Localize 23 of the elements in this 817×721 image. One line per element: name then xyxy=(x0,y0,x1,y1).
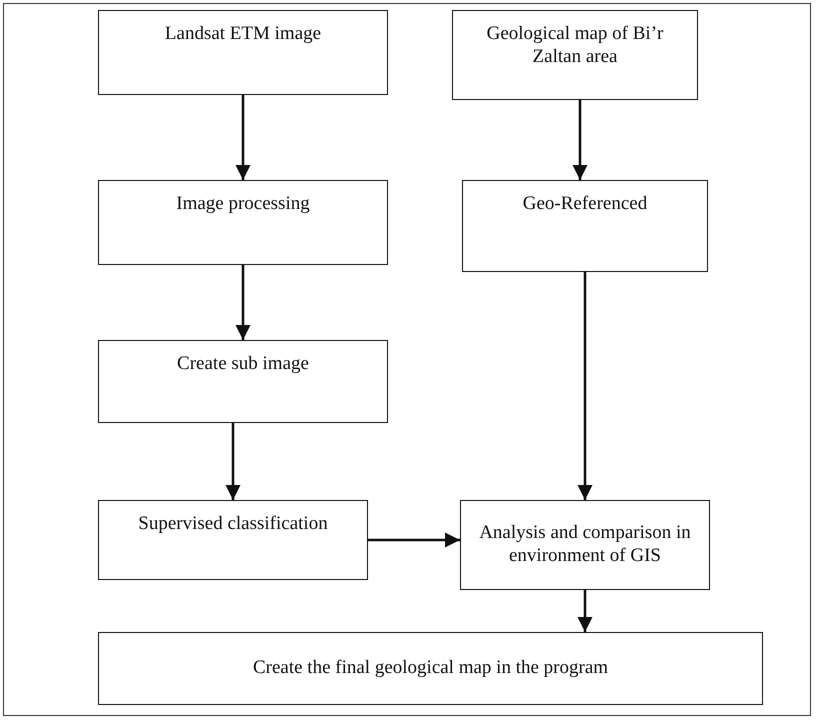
arrow xyxy=(226,423,240,500)
process-box xyxy=(98,180,388,265)
process-box xyxy=(452,10,698,100)
box-label: Landsat ETM image xyxy=(164,23,322,46)
box-label: Analysis and comparison in environment of GIS xyxy=(478,522,692,568)
process-box xyxy=(98,10,388,95)
arrow xyxy=(236,95,250,180)
process-box xyxy=(98,632,763,705)
box-label: Create sub image xyxy=(177,353,309,376)
box-label: Geological map of Bi’r Zaltan area xyxy=(486,23,664,69)
arrow xyxy=(368,532,460,548)
process-box xyxy=(98,500,368,580)
arrow xyxy=(236,265,250,340)
arrow xyxy=(578,590,592,632)
box-label: Geo-Referenced xyxy=(522,193,648,216)
process-box xyxy=(98,340,388,423)
box-label: Supervised classification xyxy=(138,513,328,536)
arrow xyxy=(578,272,592,500)
box-label: Create the final geological map in the program xyxy=(252,657,608,680)
process-box xyxy=(462,180,708,272)
box-label: Image processing xyxy=(176,193,310,216)
arrow xyxy=(572,100,588,180)
process-box xyxy=(460,500,710,590)
